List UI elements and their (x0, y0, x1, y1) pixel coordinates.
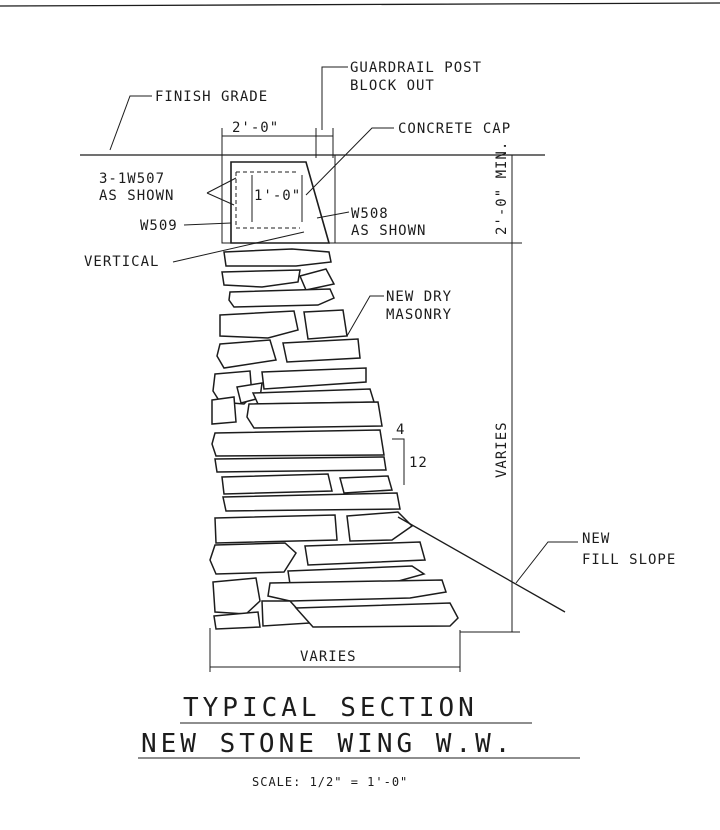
stone (209, 542, 297, 575)
new-dry-leader (346, 295, 384, 337)
inner-dim-text: 1'-0" (254, 188, 301, 204)
stone (222, 492, 401, 512)
stone (219, 310, 299, 339)
stone (211, 396, 237, 425)
guardrail-label-2: BLOCK OUT (350, 78, 435, 94)
new-fill-label-1: NEW (582, 531, 610, 547)
stone (214, 456, 387, 473)
finish-grade-label: FINISH GRADE (155, 89, 268, 105)
stone (298, 268, 336, 291)
scale-note: SCALE: 1/2" = 1'-0" (252, 775, 408, 789)
stone (303, 309, 348, 340)
stone (211, 429, 385, 457)
batter-rise: 4 (396, 422, 405, 438)
stone (304, 541, 426, 566)
stone (339, 475, 393, 494)
stone (267, 579, 447, 602)
bars-label-1: 3-1W507 (99, 171, 165, 187)
stone (216, 339, 277, 369)
title-line-2: NEW STONE WING W.W. (141, 729, 514, 759)
stone (261, 367, 367, 390)
batter-run: 12 (409, 455, 428, 471)
batter-symbol (392, 438, 405, 485)
new-fill-label-2: FILL SLOPE (582, 552, 676, 568)
bars-label-2: AS SHOWN (99, 188, 174, 204)
stone (287, 565, 426, 585)
guardrail-label-1: GUARDRAIL POST (350, 60, 482, 76)
w509-leader (183, 222, 232, 226)
w508-label-1: W508 (351, 206, 389, 222)
stone (228, 288, 335, 308)
new-dry-label-2: MASONRY (386, 307, 452, 323)
title-line-1: TYPICAL SECTION (183, 693, 478, 723)
guardrail-leader (321, 66, 348, 130)
bars-leader-1 (206, 177, 237, 194)
stone (346, 511, 414, 542)
sheet-top-border (0, 2, 720, 7)
min-dim-text: 2'-0" MIN. (494, 141, 510, 235)
stone (212, 577, 261, 615)
concrete-cap-leader (305, 127, 394, 196)
w508-leader (316, 211, 350, 219)
stone (214, 514, 338, 544)
dry-masonry-stones (209, 248, 459, 630)
stone (221, 473, 333, 495)
cap-reinforcing (235, 172, 300, 229)
stone (282, 338, 361, 363)
new-dry-label-1: NEW DRY (386, 289, 452, 305)
varies-bottom-text: VARIES (300, 649, 357, 665)
fill-slope-line (397, 516, 566, 613)
bars-leader-2 (206, 192, 235, 206)
stone (223, 248, 332, 267)
stone (294, 602, 459, 628)
stone (221, 269, 301, 288)
w508-label-2: AS SHOWN (351, 223, 426, 239)
stone (213, 611, 261, 630)
finish-grade-leader (109, 95, 152, 151)
vertical-leader (172, 231, 305, 263)
new-fill-leader (515, 541, 578, 584)
varies-vertical-text: VARIES (494, 421, 510, 478)
cap-width-dim-text: 2'-0" (232, 120, 279, 136)
vertical-label: VERTICAL (84, 254, 159, 270)
w509-label: W509 (140, 218, 178, 234)
concrete-cap (230, 161, 331, 244)
stone (246, 401, 383, 429)
concrete-cap-label: CONCRETE CAP (398, 121, 511, 137)
